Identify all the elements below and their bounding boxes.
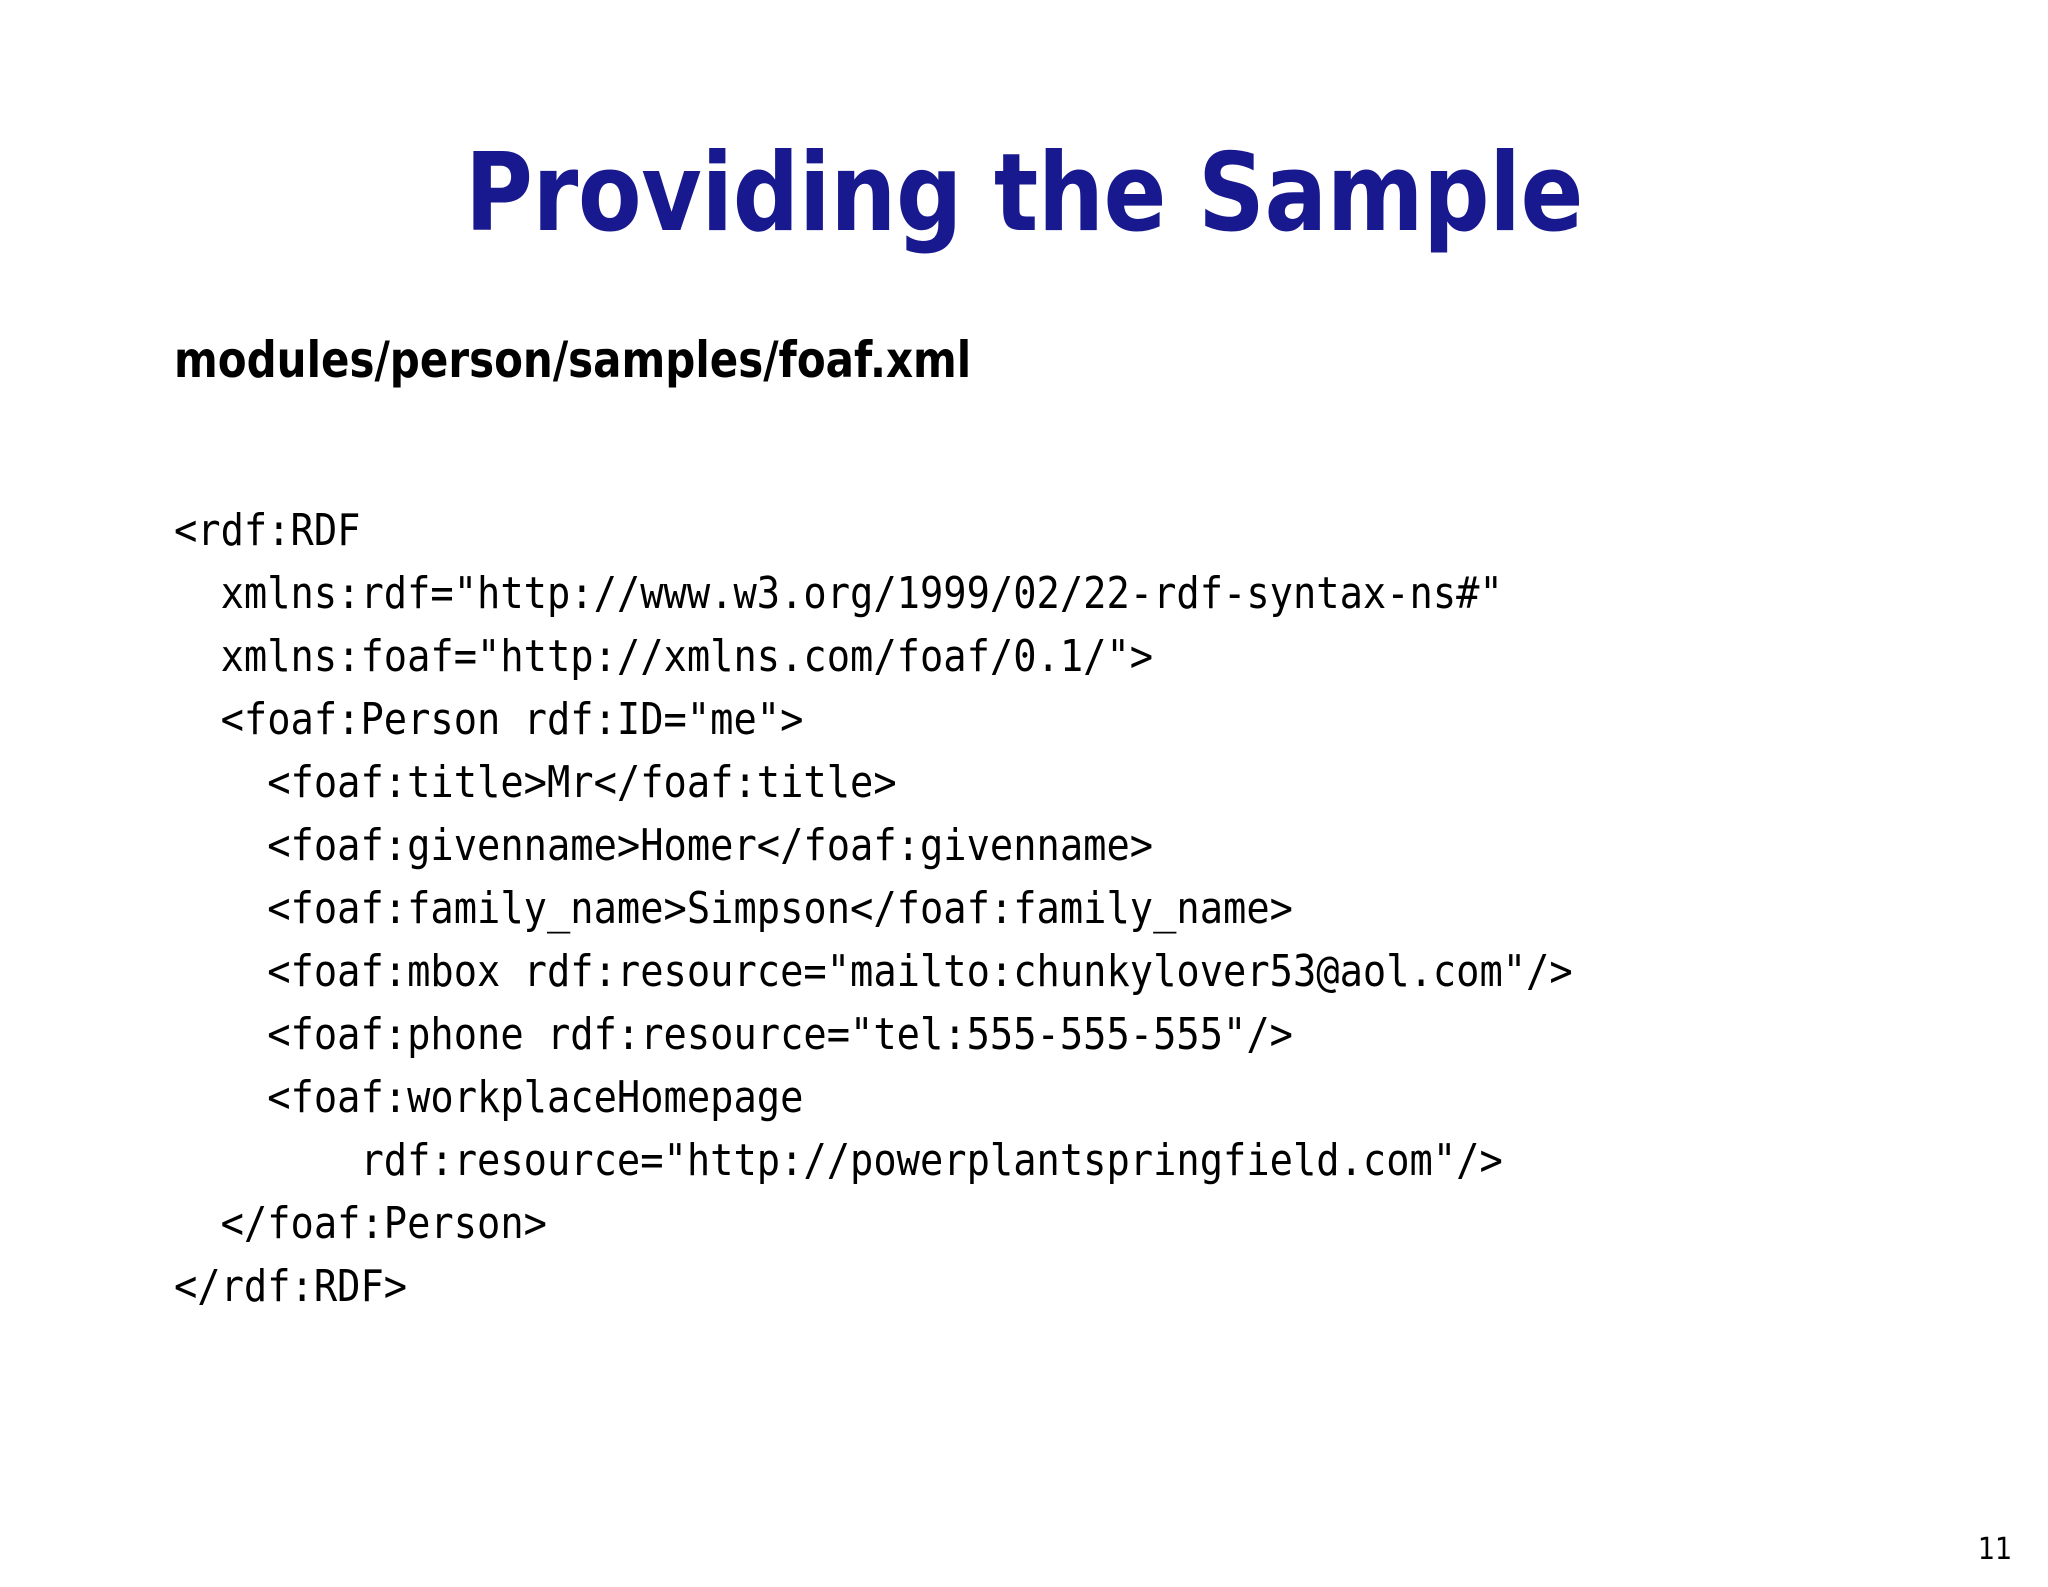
code-line: <foaf:family_name>Simpson</foaf:family_n… bbox=[174, 883, 1293, 934]
code-line: <foaf:workplaceHomepage bbox=[174, 1072, 804, 1123]
code-line: </rdf:RDF> bbox=[174, 1261, 408, 1312]
xml-code-block: <rdf:RDF xmlns:rdf="http://www.w3.org/19… bbox=[174, 499, 1573, 1318]
file-path-label: modules/person/samples/foaf.xml bbox=[174, 331, 972, 389]
code-line: <foaf:mbox rdf:resource="mailto:chunkylo… bbox=[174, 946, 1573, 997]
page-title: Providing the Sample bbox=[464, 131, 1584, 257]
code-line: rdf:resource="http://powerplantspringfie… bbox=[174, 1135, 1503, 1186]
code-line: <foaf:Person rdf:ID="me"> bbox=[174, 694, 804, 745]
code-line: xmlns:foaf="http://xmlns.com/foaf/0.1/"> bbox=[174, 631, 1154, 682]
code-line: <rdf:RDF bbox=[174, 505, 361, 556]
code-line: <foaf:title>Mr</foaf:title> bbox=[174, 757, 897, 808]
page-number: 11 bbox=[1977, 1532, 2012, 1567]
code-line: <foaf:givenname>Homer</foaf:givenname> bbox=[174, 820, 1154, 871]
code-line: xmlns:rdf="http://www.w3.org/1999/02/22-… bbox=[174, 568, 1503, 619]
code-line: <foaf:phone rdf:resource="tel:555-555-55… bbox=[174, 1009, 1293, 1060]
code-line: </foaf:Person> bbox=[174, 1198, 547, 1249]
